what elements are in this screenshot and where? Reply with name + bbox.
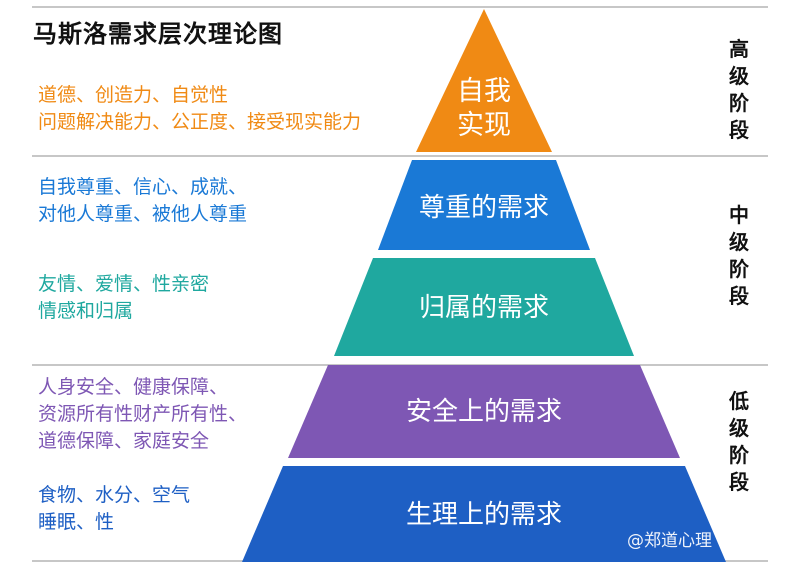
tier-description-physiological: 食物、水分、空气 睡眠、性 — [38, 482, 190, 536]
divider-line — [32, 6, 768, 8]
stage-char: 级 — [729, 416, 749, 440]
watermark: @郑道心理 — [627, 531, 712, 551]
tier-label-belonging: 归属的需求 — [419, 293, 549, 323]
tier-label-safety: 安全上的需求 — [406, 397, 562, 427]
stage-label-middle: 中 级 阶 段 — [726, 202, 752, 310]
tier-safety — [288, 365, 680, 458]
stage-char: 阶 — [729, 91, 749, 115]
tier-label-self-line2: 实现 — [457, 110, 511, 141]
tier-label-esteem: 尊重的需求 — [419, 193, 549, 223]
tier-description-belonging: 友情、爱情、性亲密 情感和归属 — [38, 271, 209, 325]
stage-char: 阶 — [729, 443, 749, 467]
description-line: 友情、爱情、性亲密 — [38, 273, 210, 295]
description-line: 食物、水分、空气 — [38, 484, 191, 506]
stage-char: 段 — [729, 284, 749, 308]
description-line: 问题解决能力、公正度、接受现实能力 — [38, 111, 362, 133]
description-line: 人身安全、健康保障、 — [38, 376, 229, 398]
description-line: 自我尊重、信心、成就、 — [38, 176, 248, 198]
tier-label-physiological: 生理上的需求 — [406, 500, 562, 530]
tier-physiological — [242, 466, 726, 562]
description-line: 道德、创造力、自觉性 — [38, 84, 229, 106]
stage-char: 阶 — [729, 257, 749, 281]
stage-char: 段 — [729, 470, 749, 494]
stage-char: 中 — [729, 203, 749, 227]
tier-description-safety: 人身安全、健康保障、 资源所有性财产所有性、 道德保障、家庭安全 — [38, 374, 247, 455]
description-line: 情感和归属 — [38, 300, 134, 322]
tier-esteem — [378, 160, 590, 250]
divider-line — [32, 155, 768, 157]
diagram-title: 马斯洛需求层次理论图 — [33, 20, 283, 48]
stage-char: 级 — [729, 64, 749, 88]
stage-char: 级 — [729, 230, 749, 254]
tier-description-self: 道德、创造力、自觉性 问题解决能力、公正度、接受现实能力 — [38, 82, 361, 136]
description-line: 资源所有性财产所有性、 — [38, 403, 248, 425]
tier-belonging — [334, 258, 634, 356]
stage-char: 高 — [729, 37, 749, 61]
description-line: 对他人尊重、被他人尊重 — [38, 203, 248, 225]
description-line: 睡眠、性 — [38, 511, 115, 533]
stage-char: 低 — [729, 389, 749, 413]
stage-label-high: 高 级 阶 段 — [726, 36, 752, 144]
tier-label-self-line1: 自我 — [457, 76, 511, 107]
stage-char: 段 — [729, 118, 749, 142]
tier-description-esteem: 自我尊重、信心、成就、 对他人尊重、被他人尊重 — [38, 174, 247, 228]
tier-self-actualization — [416, 9, 552, 152]
stage-label-low: 低 级 阶 段 — [726, 388, 752, 496]
description-line: 道德保障、家庭安全 — [38, 430, 210, 452]
